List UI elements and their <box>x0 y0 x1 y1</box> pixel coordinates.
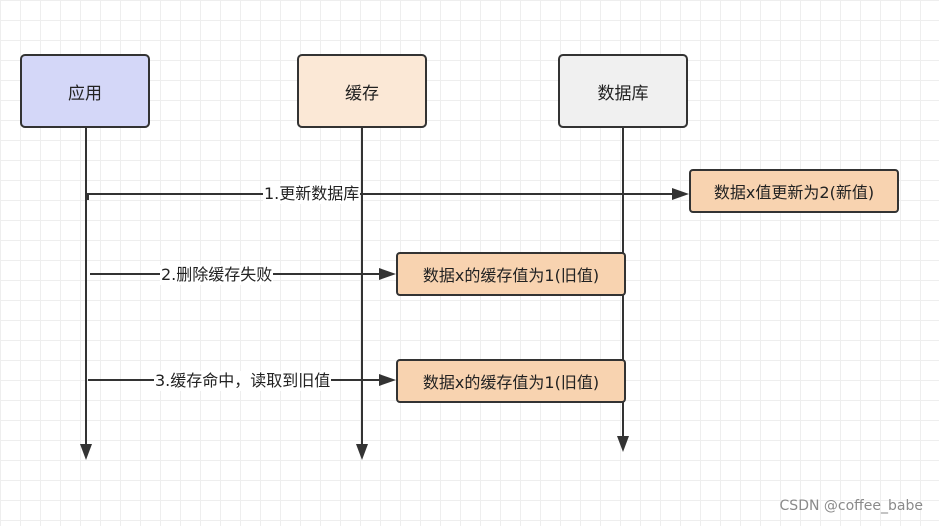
cache-actor-label: 缓存 <box>345 83 379 104</box>
note-cache-old-value-text: 数据x的缓存值为1(旧值) <box>422 266 600 285</box>
app-actor: 应用 <box>20 54 150 128</box>
database-actor-label: 数据库 <box>597 83 649 104</box>
note-db-updated: 数据x值更新为2(新值) <box>689 169 899 213</box>
cache-lifeline-arrowhead <box>356 444 368 460</box>
message-1-arrow <box>87 193 678 200</box>
cache-actor: 缓存 <box>297 54 427 128</box>
note-cache-old-value: 数据x的缓存值为1(旧值) <box>396 252 626 296</box>
message-3-label: 3.缓存命中，读取到旧值 <box>154 371 332 391</box>
note-cache-hit-old-value: 数据x的缓存值为1(旧值) <box>396 359 626 403</box>
note-db-updated-text: 数据x值更新为2(新值) <box>713 183 875 202</box>
app-lifeline-arrowhead <box>80 444 92 460</box>
message-1-label: 1.更新数据库 <box>263 184 361 204</box>
message-1-arrowhead <box>672 188 689 200</box>
watermark: CSDN @coffee_babe <box>779 498 923 514</box>
db-lifeline-arrowhead <box>617 436 629 452</box>
message-3-arrowhead <box>379 374 396 386</box>
database-actor: 数据库 <box>558 54 688 128</box>
note-cache-hit-old-value-text: 数据x的缓存值为1(旧值) <box>422 373 600 392</box>
app-actor-label: 应用 <box>68 83 102 104</box>
message-2-arrowhead <box>379 268 396 280</box>
message-2-label: 2.删除缓存失败 <box>160 265 274 285</box>
